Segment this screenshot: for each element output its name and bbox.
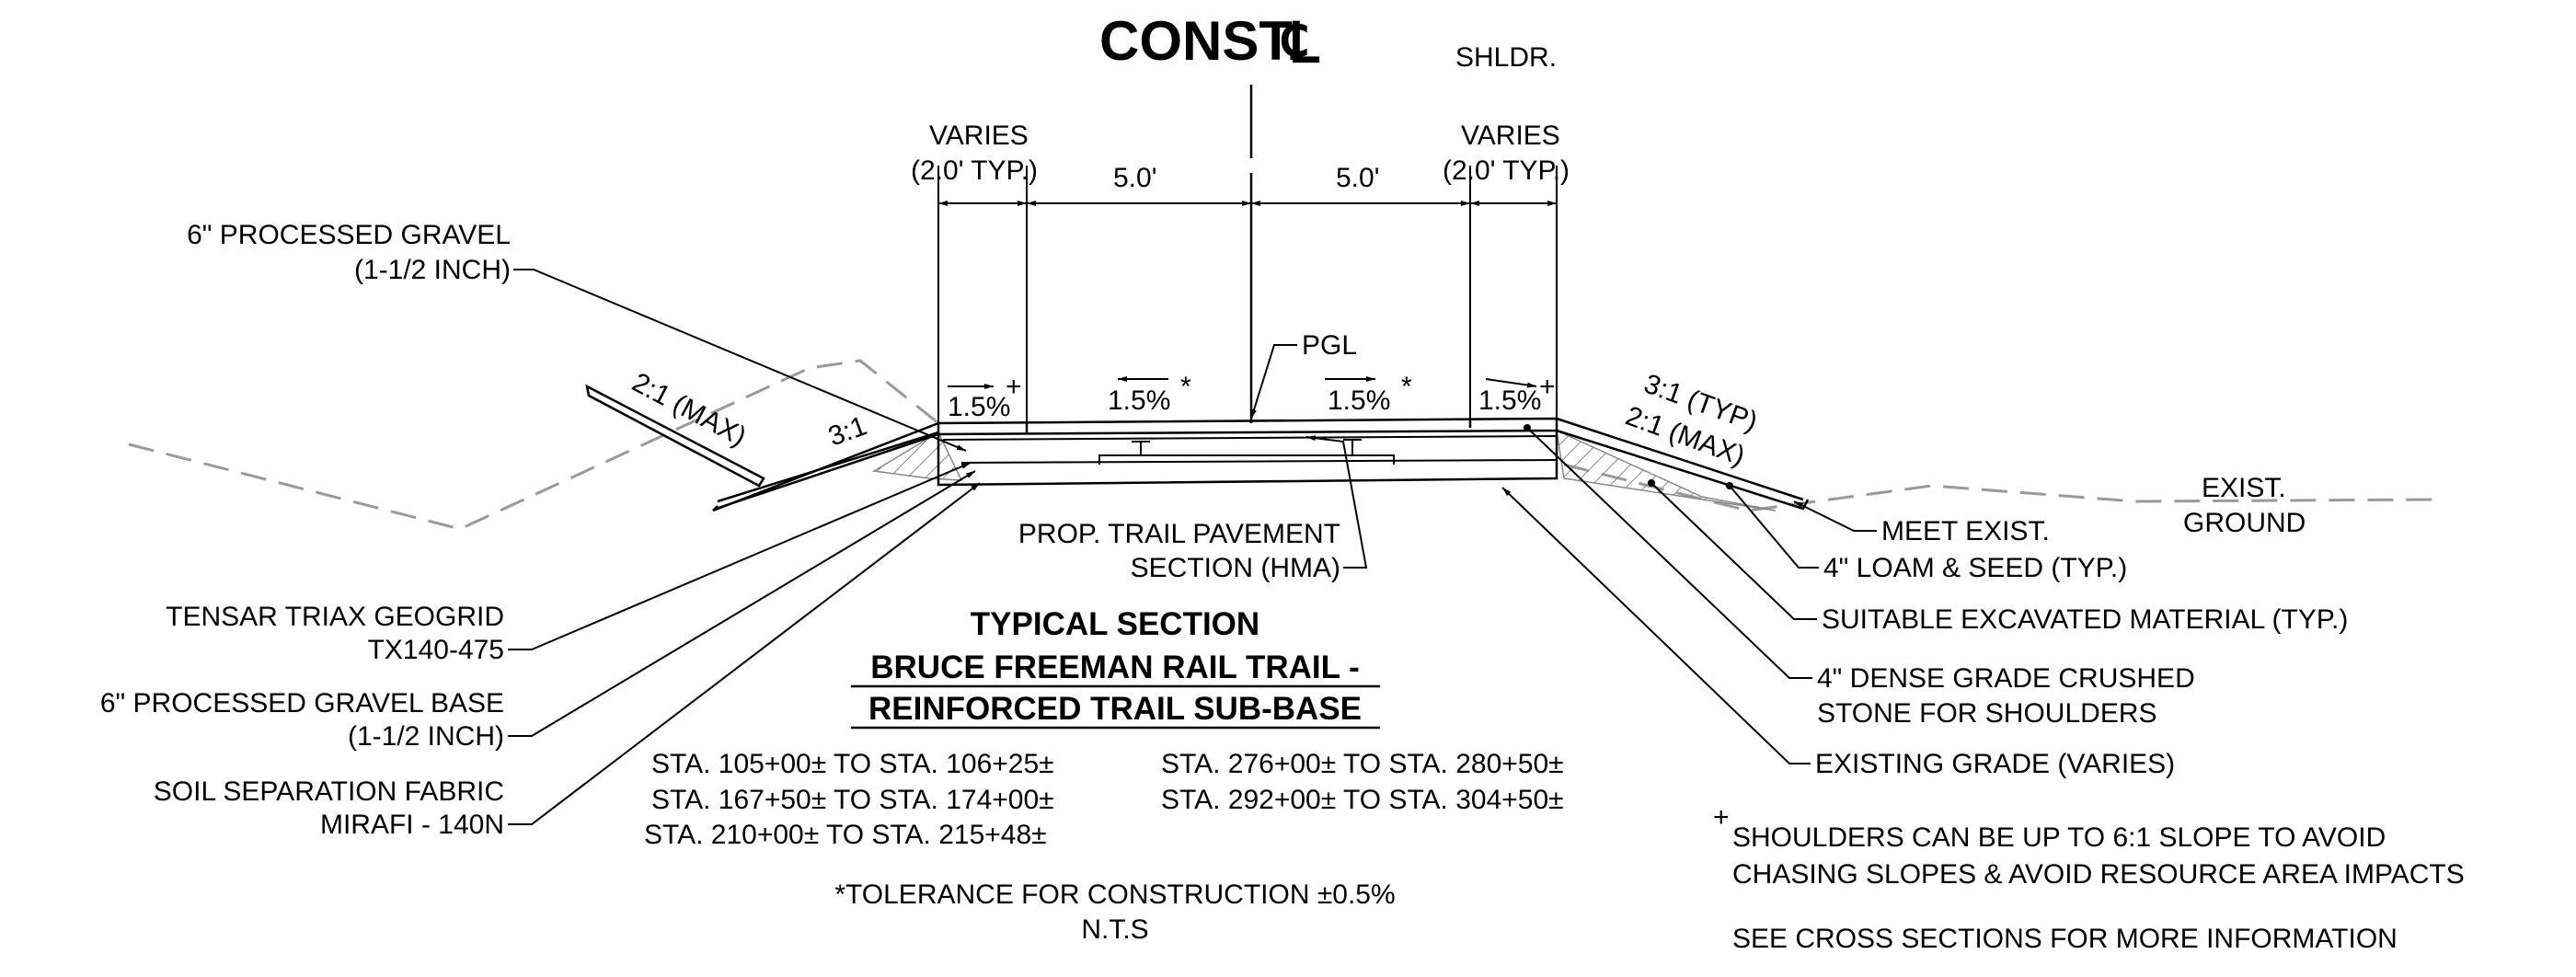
- left-side-slopes: [585, 384, 939, 512]
- title-line-2: BRUCE FREEMAN RAIL TRAIL -: [870, 649, 1359, 685]
- pavement-label-1: PROP. TRAIL PAVEMENT: [1018, 519, 1340, 549]
- trail-section: [937, 417, 1558, 487]
- excavated-label: SUITABLE EXCAVATED MATERIAL (TYP.): [1822, 604, 2348, 635]
- width-left-label: 5.0': [1113, 163, 1156, 193]
- station-right-1: STA. 292+00± TO STA. 304+50±: [1161, 785, 1564, 815]
- scale-note: N.T.S: [1081, 914, 1148, 945]
- left-shoulder-mark: +: [1006, 372, 1022, 402]
- meet-exist-leader: [1793, 500, 1877, 532]
- right-side-slopes: [1556, 417, 1810, 511]
- gravel-top-label-1: 6" PROCESSED GRAVEL: [187, 220, 511, 250]
- pavement-label-2: SECTION (HMA): [1131, 553, 1340, 583]
- existing-grade-leader: [1501, 487, 1811, 764]
- geogrid-label-1: TENSAR TRIAX GEOGRID: [166, 602, 504, 632]
- gravel-base-leader: [508, 470, 976, 737]
- tolerance-note: *TOLERANCE FOR CONSTRUCTION ±0.5%: [834, 879, 1395, 910]
- pgl-label: PGL: [1302, 330, 1357, 361]
- exist-ground-label-2: GROUND: [2183, 508, 2306, 538]
- right-shoulder-slope: 1.5%: [1478, 385, 1541, 416]
- width-right-label: 5.0': [1336, 163, 1379, 193]
- geogrid-leader: [508, 462, 972, 650]
- title-line-3: REINFORCED TRAIL SUB-BASE: [868, 691, 1362, 727]
- crushed-label-1: 4" DENSE GRADE CRUSHED: [1817, 663, 2195, 694]
- station-left-2: STA. 210+00± TO STA. 215+48±: [644, 820, 1047, 850]
- shoulder-note-mark: +: [1713, 802, 1730, 833]
- right-lane-mark: *: [1401, 372, 1412, 402]
- excavated-leader: [1650, 482, 1817, 620]
- left-fill-slope: 3:1: [824, 410, 870, 452]
- existing-ground-line: [128, 359, 2439, 531]
- left-shoulder-slope: 1.5%: [948, 392, 1010, 422]
- loam-seed-label: 4" LOAM & SEED (TYP.): [1823, 553, 2127, 583]
- gravel-top-leader: [513, 269, 967, 452]
- meet-exist-label: MEET EXIST.: [1881, 516, 2050, 546]
- right-shoulder-mark: +: [1539, 372, 1556, 402]
- const-heading: CONST.: [1099, 10, 1302, 72]
- shoulder-heading: SHLDR.: [1455, 42, 1557, 73]
- right-lane-slope: 1.5%: [1328, 385, 1390, 416]
- crushed-leader: [1526, 427, 1812, 679]
- shoulder-note-2: CHASING SLOPES & AVOID RESOURCE AREA IMP…: [1732, 859, 2465, 890]
- extension-lines: [937, 166, 1558, 432]
- fabric-label-1: SOIL SEPARATION FABRIC: [154, 776, 504, 807]
- shoulder-note-1: SHOULDERS CAN BE UP TO 6:1 SLOPE TO AVOI…: [1732, 822, 2386, 853]
- loam-seed-dot: [1726, 482, 1733, 489]
- typ-right-label: (2.0' TYP.): [1443, 155, 1570, 186]
- see-sections-note: SEE CROSS SECTIONS FOR MORE INFORMATION: [1732, 924, 2398, 954]
- fabric-label-2: MIRAFI - 140N: [320, 810, 504, 840]
- gravel-top-label-2: (1-1/2 INCH): [354, 255, 511, 285]
- crushed-dot: [1524, 424, 1531, 431]
- gravel-base-label-1: 6" PROCESSED GRAVEL BASE: [100, 688, 504, 718]
- left-lane-slope: 1.5%: [1108, 385, 1170, 416]
- left-lane-mark: *: [1180, 372, 1191, 402]
- title-line-1: TYPICAL SECTION: [971, 606, 1259, 642]
- centerline-symbol: ℄: [1281, 12, 1320, 74]
- pavement-leader: [1305, 435, 1368, 569]
- exist-ground-label-1: EXIST.: [2202, 473, 2286, 503]
- existing-grade-label: EXISTING GRADE (VARIES): [1815, 749, 2175, 779]
- right-fill-hatch: [1556, 429, 1777, 511]
- varies-left-label: VARIES: [929, 121, 1029, 151]
- loam-seed-leader: [1729, 485, 1819, 569]
- station-left-0: STA. 105+00± TO STA. 106+25±: [651, 749, 1054, 779]
- station-left-1: STA. 167+50± TO STA. 174+00±: [651, 785, 1054, 815]
- geogrid-label-2: TX140-475: [368, 635, 504, 665]
- slope-arrows: [948, 376, 1537, 389]
- excavated-dot: [1648, 479, 1655, 487]
- varies-right-label: VARIES: [1461, 121, 1560, 151]
- station-right-0: STA. 276+00± TO STA. 280+50±: [1161, 749, 1564, 779]
- fabric-leader: [508, 482, 981, 825]
- crushed-label-2: STONE FOR SHOULDERS: [1817, 698, 2157, 729]
- gravel-base-label-2: (1-1/2 INCH): [348, 721, 504, 752]
- typ-left-label: (2.0' TYP.): [911, 155, 1038, 186]
- pgl-leader: [1250, 344, 1297, 420]
